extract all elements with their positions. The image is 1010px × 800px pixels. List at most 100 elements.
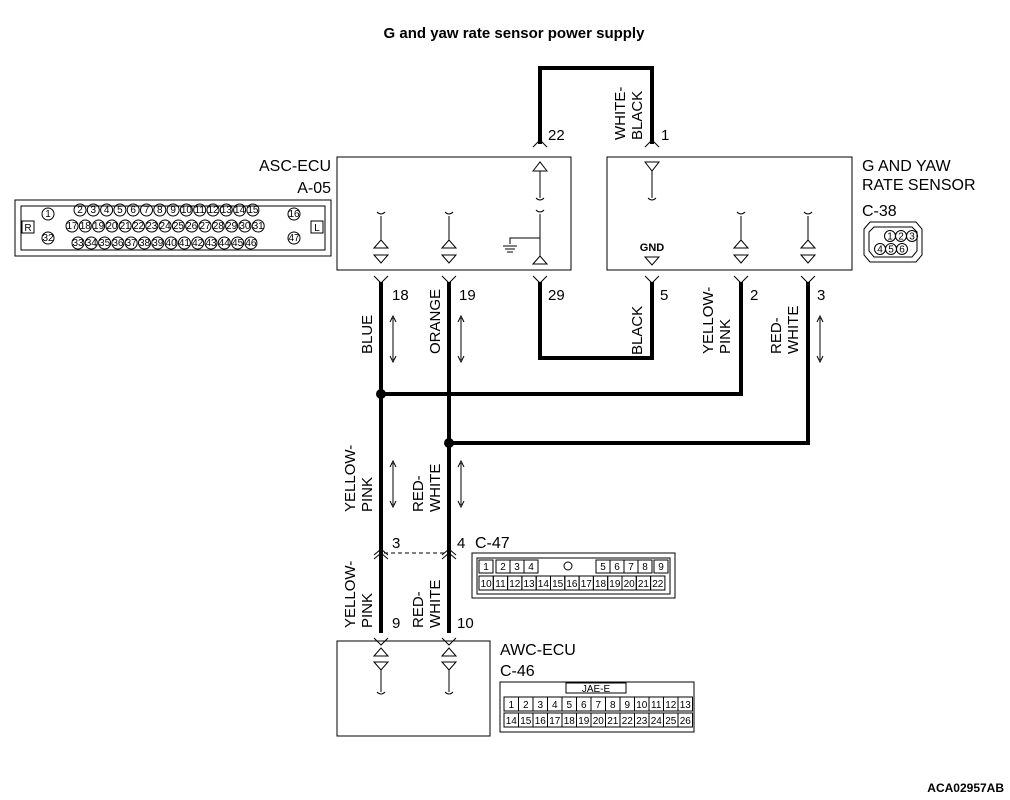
- a05-pin: [206, 203, 220, 217]
- c47-pin-number: 14: [538, 579, 550, 590]
- a05-pin-number: 14: [234, 205, 246, 216]
- a05-pin-number: 7: [144, 205, 150, 216]
- c47-cell: [478, 559, 494, 574]
- c47-lock-circle: [563, 561, 573, 571]
- a05-pin: [164, 236, 178, 250]
- wire-white-black: [538, 66, 654, 144]
- c38-pin: [906, 230, 918, 242]
- a05-pin-number: 15: [247, 205, 259, 216]
- c38-pin-number: 1: [887, 232, 893, 243]
- c47-pin-number: 7: [628, 562, 634, 573]
- c46-pin-number: 19: [578, 716, 590, 727]
- c47-pin-number: 6: [614, 562, 620, 573]
- pin-9-label: 9: [392, 615, 400, 632]
- a05-pin-number: 39: [152, 238, 164, 249]
- a05-pin: [86, 203, 100, 217]
- c46-pin-number: 14: [506, 716, 518, 727]
- c46-pin-number: 3: [537, 700, 543, 711]
- wire-label-red-sensor: RED-: [768, 317, 785, 354]
- a05-pin: [153, 203, 167, 217]
- c46-pin-number: 26: [680, 716, 692, 727]
- wire-label-orange: ORANGE: [427, 289, 444, 354]
- a05-pin-number: 6: [130, 205, 136, 216]
- a05-pin: [191, 236, 205, 250]
- wire-label-pink-low: PINK: [359, 593, 376, 628]
- c47-pin-number: 12: [509, 579, 521, 590]
- wire-label-white: WHITE-: [612, 87, 629, 140]
- c46-pin-number: 5: [566, 700, 572, 711]
- c47-pin-number: 19: [609, 579, 621, 590]
- sensor-internals: [643, 161, 817, 266]
- a05-pin: [126, 203, 140, 217]
- wire-label-black-top: BLACK: [629, 91, 646, 140]
- a05-pin: [204, 236, 218, 250]
- c46-pin-number: 6: [581, 700, 587, 711]
- a05-pin-number: 21: [120, 221, 132, 232]
- a05-pin: [244, 236, 258, 250]
- a05-pin: [41, 231, 55, 245]
- wire-sensor-red-white: [449, 282, 810, 445]
- c46-pin-number: 2: [523, 700, 529, 711]
- c46-cell: [677, 712, 693, 728]
- a05-pin: [78, 219, 92, 233]
- a05-pin-number: 28: [213, 221, 225, 232]
- c46-connector-face: [499, 681, 695, 733]
- pin-29-label: 29: [548, 287, 565, 304]
- a05-pin: [92, 219, 106, 233]
- c46-pin-number: 20: [593, 716, 605, 727]
- a05-pin-number: 41: [179, 238, 191, 249]
- c47-pin-number: 5: [600, 562, 606, 573]
- a05-pin: [140, 203, 153, 217]
- sensor-box: [606, 156, 853, 271]
- c47-pin-number: 18: [595, 579, 607, 590]
- c46-pin-number: 10: [636, 700, 648, 711]
- c38-pin-number: 5: [888, 245, 894, 256]
- c47-pin-number: 21: [638, 579, 650, 590]
- c47-cell: [523, 559, 539, 574]
- a05-pin-number: 40: [166, 238, 178, 249]
- signal-arrows: [389, 314, 824, 509]
- a05-pin-number: 42: [192, 238, 204, 249]
- a05-pin: [151, 236, 165, 250]
- pin-19-label: 19: [459, 287, 476, 304]
- a05-pin: [233, 203, 247, 217]
- c47-label: C-47: [475, 535, 510, 552]
- c46-pin-number: 24: [651, 716, 663, 727]
- pin-10-label: 10: [457, 615, 474, 632]
- c46-pin-number: 18: [564, 716, 576, 727]
- a05-pin-number: 35: [99, 238, 111, 249]
- c46-pin-number: 12: [665, 700, 677, 711]
- c47-cell: [653, 559, 669, 574]
- splice-yellow-pink: [376, 389, 386, 399]
- a05-pin-number: 26: [186, 221, 198, 232]
- c38-pin: [896, 243, 908, 255]
- a05-pin-number: 46: [245, 238, 257, 249]
- a05-pin: [166, 203, 180, 217]
- wire-sensor-yellow-pink: [381, 282, 743, 396]
- a05-pin: [219, 203, 233, 217]
- a05-pin-number: 27: [199, 221, 211, 232]
- c47-pin-number: 3: [514, 562, 520, 573]
- a05-pin: [145, 219, 159, 233]
- a05-pin: [124, 236, 138, 250]
- c47-pin-number: 8: [642, 562, 648, 573]
- wire-label-white-sensor: WHITE: [785, 306, 802, 354]
- a05-pin-number: 32: [42, 233, 54, 244]
- a05-pin-number: 12: [207, 205, 219, 216]
- c47-pin-number: 10: [481, 579, 493, 590]
- a05-pin-number: 36: [112, 238, 124, 249]
- c46-pin-number: 21: [607, 716, 619, 727]
- c47-cell: [650, 575, 666, 591]
- pin-3-c47-label: 3: [392, 535, 400, 552]
- pin-22-label: 22: [548, 127, 565, 144]
- a05-pin: [177, 236, 191, 250]
- a05-pin: [113, 203, 127, 217]
- a05-pin: [225, 219, 239, 233]
- c46-pin-number: 17: [549, 716, 561, 727]
- pin-5-label: 5: [660, 287, 668, 304]
- c46-cell: [677, 696, 693, 712]
